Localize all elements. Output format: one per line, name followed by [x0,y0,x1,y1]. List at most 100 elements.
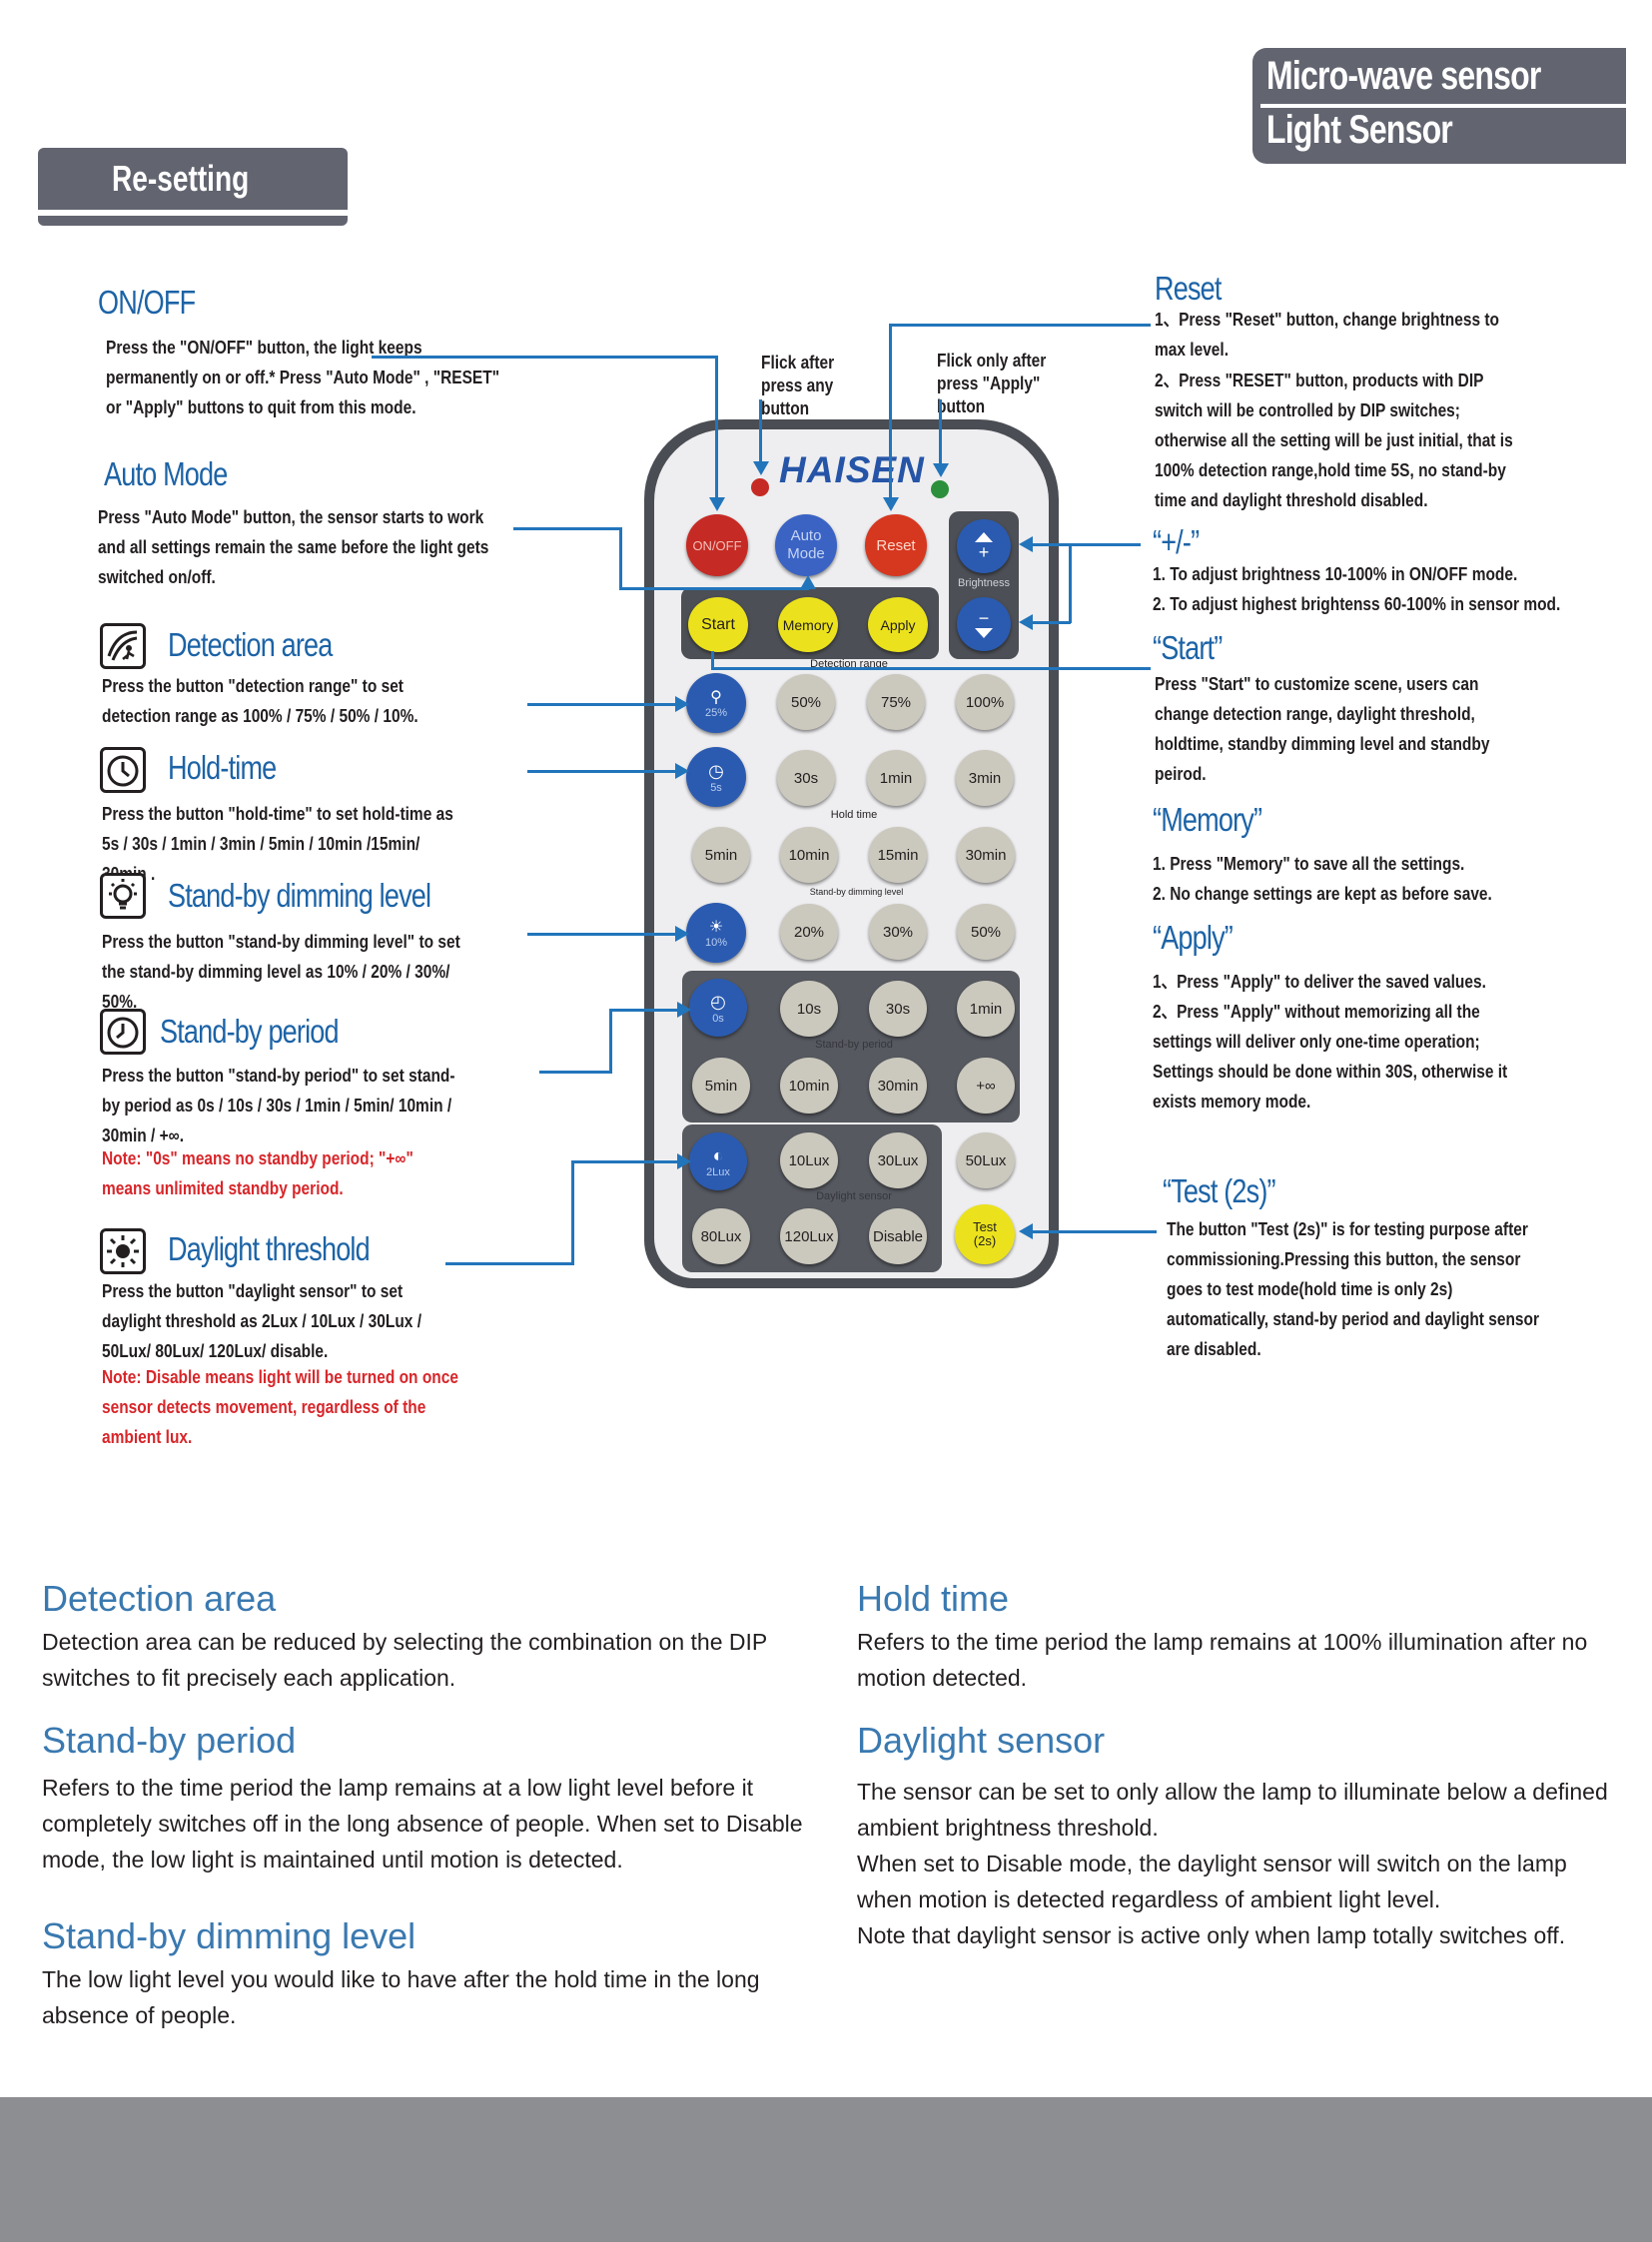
brightness-plus-label: + [978,542,990,562]
product-name-line2: Light Sensor [1266,108,1453,152]
onoff-button[interactable]: ON/OFF [686,514,748,576]
test-connector [1033,1230,1157,1233]
hold-10min-button[interactable]: 10min [780,827,838,883]
daylight-10lux-button[interactable]: 10Lux [780,1132,838,1188]
period-connector-h1 [539,1071,611,1074]
standby-period-title: Stand-by period [160,1013,340,1050]
apply-button[interactable]: Apply [868,597,928,652]
hold-1min-button[interactable]: 1min [867,750,925,806]
daylight-connector-h1 [445,1262,573,1265]
standby-period-button[interactable]: ◴ 0s [689,979,747,1037]
standby-period-note: Note: "0s" means no standby period; "+∞"… [102,1148,413,1198]
flick-apply-arrow-icon [933,463,949,477]
dimming-20-button[interactable]: 20% [780,904,838,960]
onoff-connector-v [715,356,718,499]
standby-dimming-label: Stand-by dimming level [809,887,904,897]
period-30min-button[interactable]: 30min [869,1058,927,1114]
hold-15min-button[interactable]: 15min [869,827,927,883]
reset-title: Reset [1155,270,1222,307]
hold-5min-button[interactable]: 5min [692,827,750,883]
start-connector-v [711,651,714,669]
memory-item-2: 2. No change settings are kept as before… [1153,884,1492,904]
flick-any-led [751,478,769,496]
daylight-disable-button[interactable]: Disable [869,1208,927,1264]
plus-minus-title: “+/-” [1153,523,1200,560]
daylight-50lux-button[interactable]: 50Lux [957,1132,1015,1188]
brightness-minus-label: − [978,608,990,628]
flick-apply-connector [939,399,942,465]
start-text: Press "Start" to customize scene, users … [1155,674,1490,784]
hold-30s-button[interactable]: 30s [777,750,835,806]
plus-minus-item-2: 2. To adjust highest brightenss 60-100% … [1153,594,1561,614]
daylight-80lux-button[interactable]: 80Lux [692,1208,750,1264]
detection-100-button[interactable]: 100% [956,674,1014,730]
memory-button[interactable]: Memory [778,597,838,652]
daylight-sensor-icon-value: 2Lux [706,1165,730,1178]
period-10min-button[interactable]: 10min [780,1058,838,1114]
standby-period-clock-icon: ◴ [710,991,726,1012]
hold-time-clock-icon: ◷ [708,760,724,781]
detection-75-button[interactable]: 75% [867,674,925,730]
period-5min-button[interactable]: 5min [692,1058,750,1114]
hold-time-icon-value: 5s [710,781,722,794]
daylight-120lux-button[interactable]: 120Lux [780,1208,838,1264]
hold-3min-button[interactable]: 3min [956,750,1014,806]
standby-dimming-icon-value: 10% [704,937,728,949]
brightness-minus-arrow-pointer-icon [1019,614,1033,630]
standby-dimming-bulb-icon: ☀ [708,919,724,936]
plus-minus-item-1: 1. To adjust brightness 10-100% in ON/OF… [1153,564,1518,584]
callout-flick-any: Flick after press any button [761,353,835,418]
reset-item-2: 2、Press "RESET" button, products with DI… [1155,371,1513,510]
daylight-threshold-text: Press the button "daylight sensor" to se… [102,1281,422,1361]
product-badge-divider [1260,104,1626,108]
dimming-50-button[interactable]: 50% [957,904,1015,960]
standby-dimming-button[interactable]: ☀ 10% [686,903,746,963]
auto-mode-text: Press "Auto Mode" button, the sensor sta… [98,507,489,587]
auto-connector-v1 [619,527,622,589]
reset-item-1: 1、Press "Reset" button, change brightnes… [1155,310,1499,360]
brightness-plus-button[interactable]: + [957,519,1011,573]
detection-range-button[interactable]: ⚲ 25% [686,673,746,733]
auto-mode-title: Auto Mode [104,455,228,492]
section-tab-label: Re-setting [112,158,250,199]
daylight-connector-v [571,1160,574,1265]
hold-time-button[interactable]: ◷ 5s [686,747,746,807]
hold-time-title: Hold-time [168,749,277,786]
period-infinite-button[interactable]: +∞ [957,1058,1015,1114]
bottom-hold-title: Hold time [857,1578,1010,1619]
daylight-sensor-button[interactable]: ◐ 2Lux [689,1132,747,1190]
standby-period-icon [100,1009,146,1055]
bottom-hold-text: Refers to the time period the lamp remai… [857,1629,1588,1691]
brightness-minus-button[interactable]: − [957,597,1011,651]
start-button[interactable]: Start [688,597,748,652]
hold-connector [527,770,677,773]
auto-connector-h2 [619,587,809,590]
auto-mode-button[interactable]: Auto Mode [775,514,837,576]
hold-arrow-icon [675,763,689,779]
bottom-detection-text: Detection area can be reduced by selecti… [42,1629,767,1691]
flick-any-arrow-icon [753,461,769,475]
hold-30min-button[interactable]: 30min [957,827,1015,883]
detection-connector [527,703,677,706]
reset-button[interactable]: Reset [865,514,927,576]
onoff-connector-h [372,356,717,359]
reset-connector-v [889,324,892,499]
period-30s-button[interactable]: 30s [869,981,927,1037]
period-1min-button[interactable]: 1min [957,981,1015,1037]
hold-time-icon [100,747,146,793]
detection-50-button[interactable]: 50% [777,674,835,730]
dimming-30-button[interactable]: 30% [869,904,927,960]
detection-range-icon-value: 25% [704,707,728,719]
dimming-arrow-icon [675,926,689,942]
bottom-dimming-title: Stand-by dimming level [42,1915,416,1956]
standby-period-text: Press the button "stand-by period" to se… [102,1066,455,1145]
onoff-text: Press the "ON/OFF" button, the light kee… [106,338,500,417]
hold-time-text: Press the button "hold-time" to set hold… [102,804,453,884]
flick-any-connector [759,399,762,463]
test-button[interactable]: Test (2s) [955,1204,1015,1264]
period-10s-button[interactable]: 10s [780,981,838,1037]
daylight-30lux-button[interactable]: 30Lux [869,1132,927,1188]
bottom-dimming-text: The low light level you would like to ha… [42,1966,760,2028]
standby-period-label: Stand-by period [815,1039,893,1051]
remote-brand-logo: HAISEN [779,449,925,490]
